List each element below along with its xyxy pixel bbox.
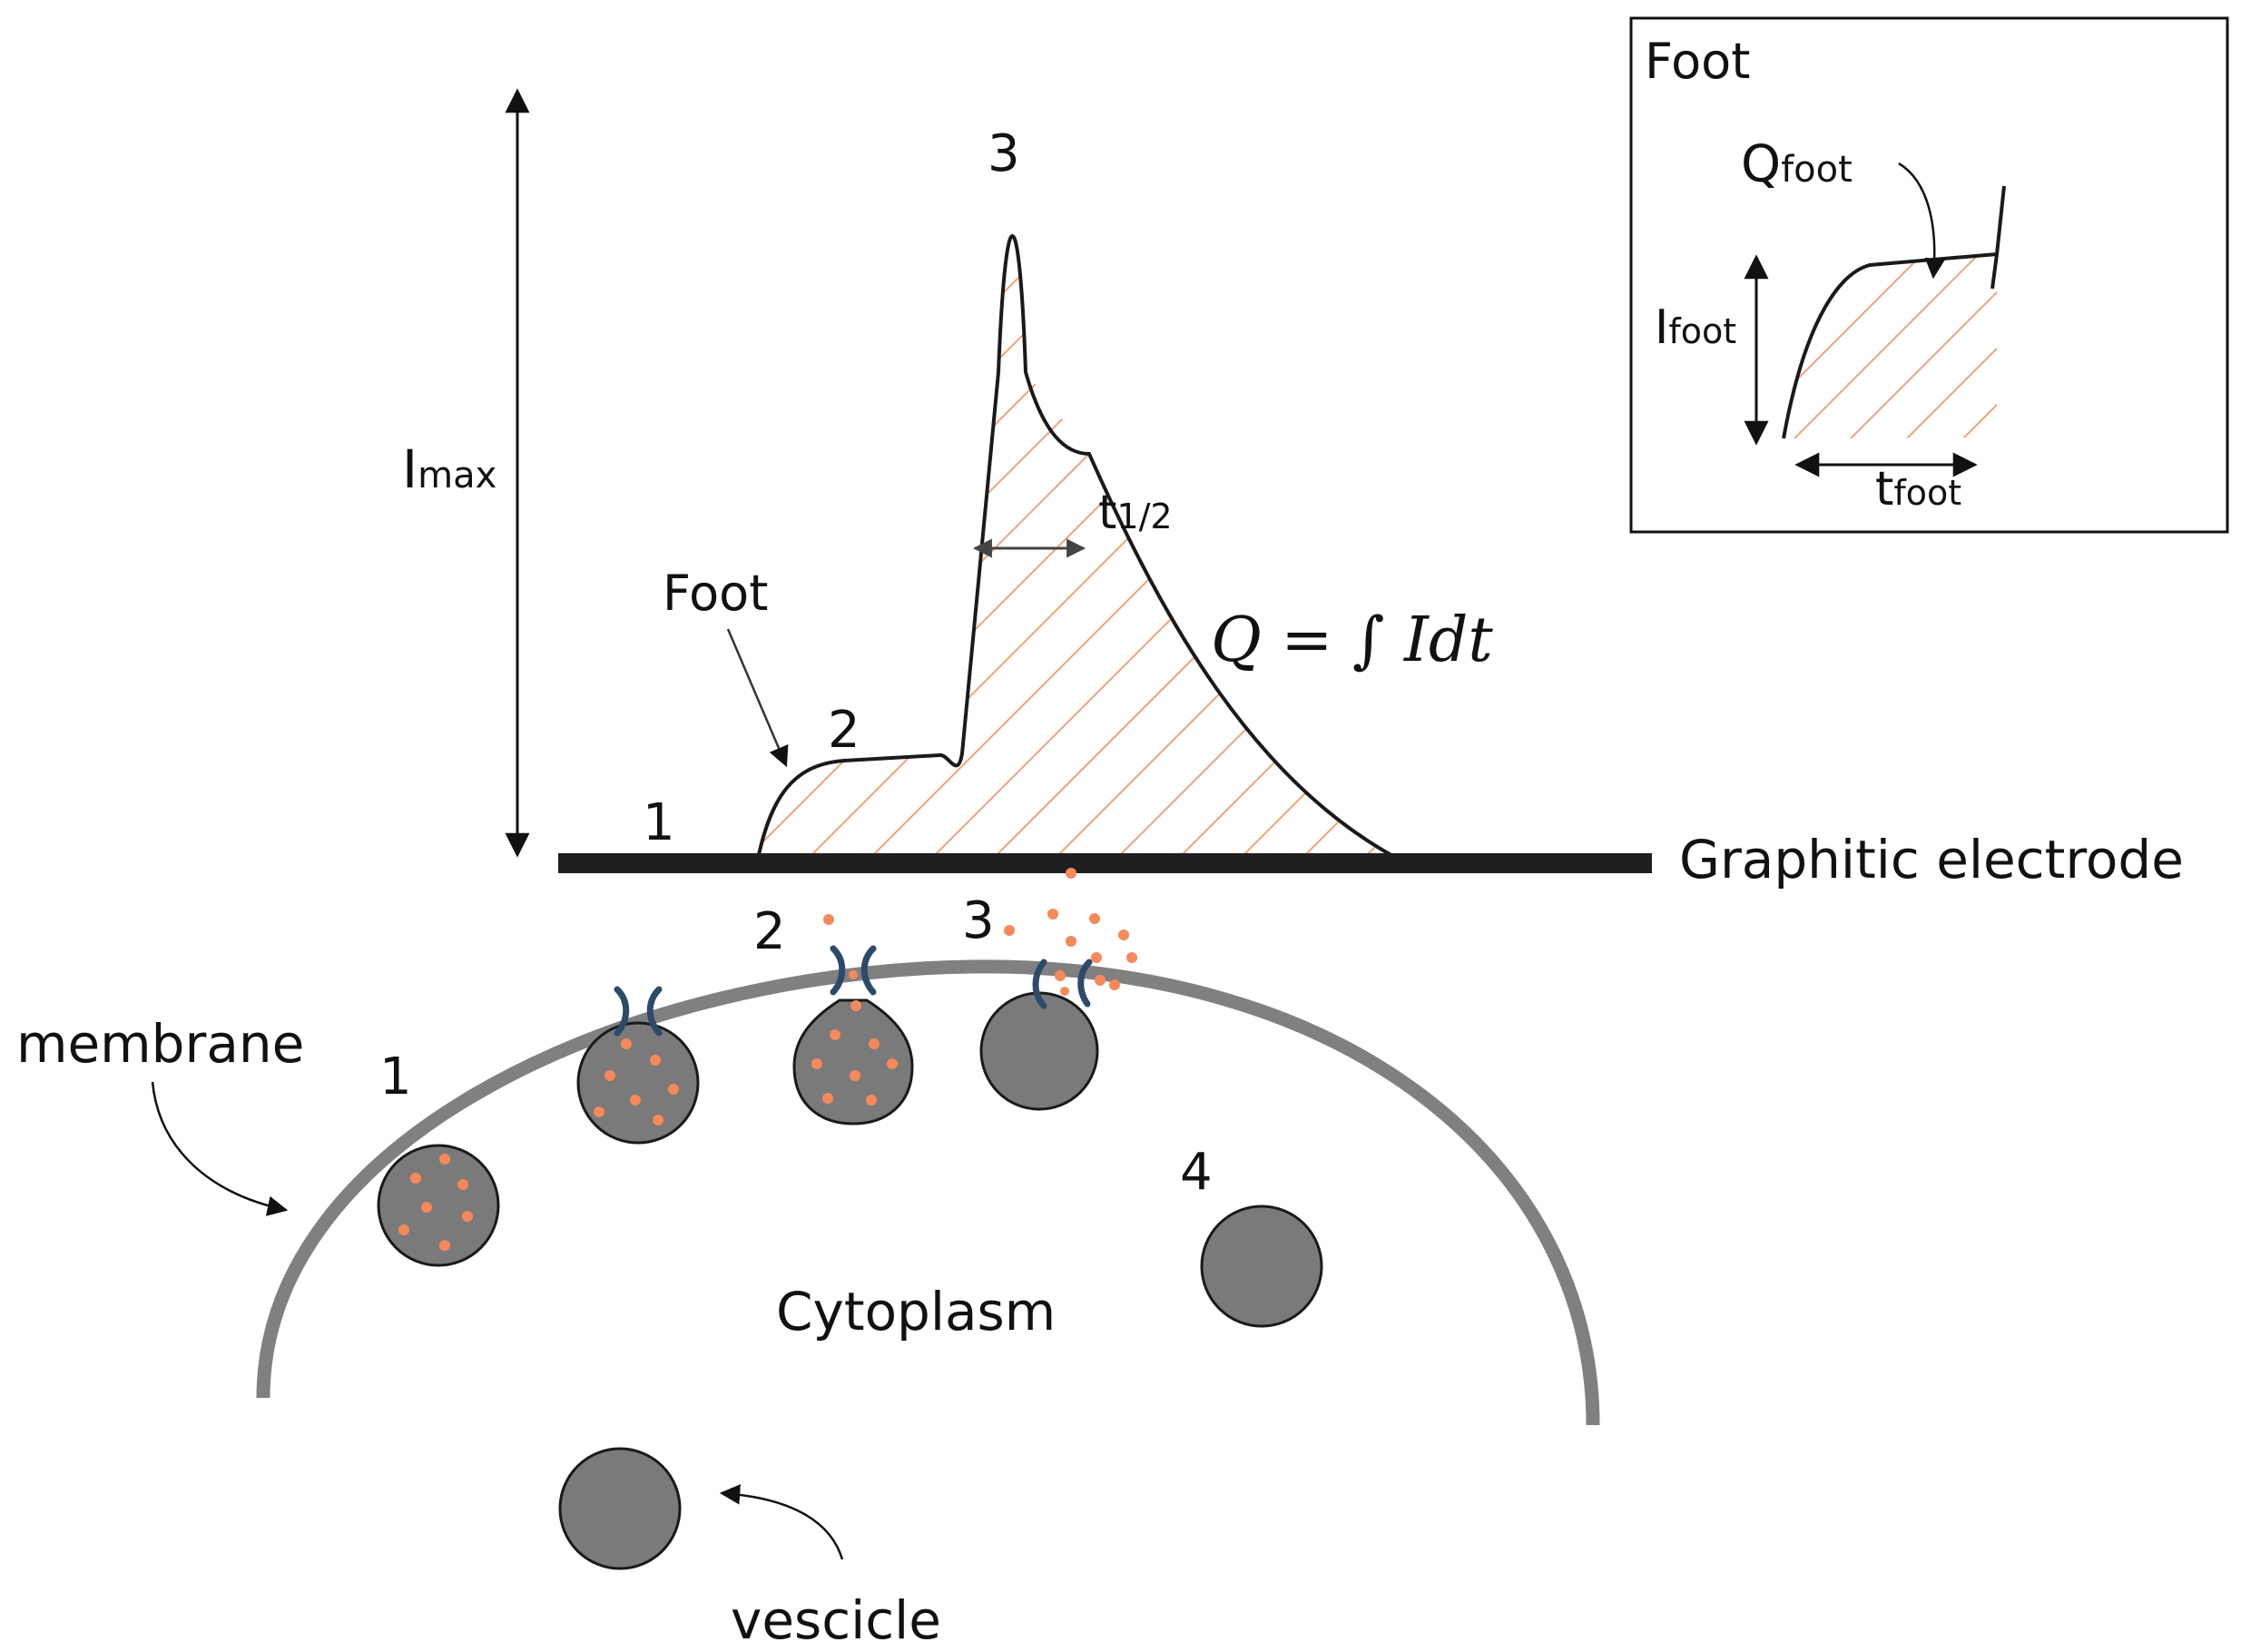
membrane-pointer: [151, 1081, 289, 1216]
vesicle-stage-3-empty: [979, 991, 1099, 1111]
granule: [604, 1070, 615, 1081]
granule: [887, 1058, 898, 1069]
membrane-label: membrane: [16, 1013, 304, 1075]
granule: [830, 1029, 840, 1040]
granule: [421, 1202, 432, 1213]
foot-inset: Foot Qfoot Ifoot tfoot: [1629, 16, 2229, 534]
foot-pointer-label: Foot: [663, 565, 768, 622]
granule: [850, 1070, 860, 1081]
hatch-line: [1784, 254, 1996, 438]
vesicle-docked: [576, 1021, 700, 1145]
fusion-pore-stage-2: [830, 945, 846, 996]
hatch-line: [865, 236, 1398, 859]
vesicle-stage-1: [377, 1144, 500, 1267]
granules: [398, 868, 1137, 1251]
vesicle-free: [558, 1447, 682, 1570]
granule: [410, 1173, 421, 1184]
cell-stage-1: 1: [379, 1047, 412, 1106]
granule: [866, 1095, 877, 1106]
granule: [439, 1240, 450, 1251]
granule: [668, 1084, 679, 1095]
granule: [1047, 909, 1058, 919]
granule: [594, 1106, 604, 1117]
hatch-line: [1834, 254, 1997, 438]
granule: [850, 1000, 861, 1011]
granule: [457, 1179, 468, 1190]
cell-membrane: [256, 959, 1600, 1426]
cell-stage-4: 4: [1180, 1143, 1213, 1202]
granule: [811, 1058, 822, 1069]
granule: [1055, 970, 1066, 981]
hatch-line: [1112, 236, 1398, 859]
trace-stage-3: 3: [988, 124, 1020, 183]
fusion-pore-stage-3: [1032, 959, 1047, 1009]
granule: [630, 1095, 641, 1106]
granule: [398, 1224, 409, 1235]
hatch-line: [927, 236, 1398, 859]
granule: [1126, 952, 1137, 963]
inset-foot-trace: [1782, 185, 2006, 439]
hatch-line: [1784, 254, 1997, 438]
t-half-label: t1/2: [1098, 486, 1173, 540]
granule: [621, 1038, 632, 1049]
fusion-pore-stage-3: [1077, 959, 1093, 1008]
charge-equation: Q = ∫ Idt: [1211, 605, 1493, 676]
hatch-line: [1891, 254, 1997, 438]
electrode-label: Graphitic electrode: [1679, 829, 2184, 890]
granule: [650, 1055, 661, 1066]
hatch-line: [758, 236, 807, 859]
vesicles: [377, 991, 1323, 1570]
imax-label: Imax: [402, 438, 496, 500]
cell-stage-3: 3: [962, 891, 995, 950]
inset-frame: [1629, 16, 2229, 534]
granule: [462, 1211, 473, 1222]
hatch-line: [758, 236, 930, 859]
trace-stage-1: 1: [643, 793, 675, 852]
vesicle-pointer: [719, 1484, 844, 1560]
inset-title: Foot: [1645, 33, 1750, 90]
graphitic-electrode: [558, 853, 1652, 873]
hatch-line: [1947, 254, 1997, 438]
granule: [1060, 987, 1069, 996]
hatch-line: [758, 236, 1116, 859]
granule: [1118, 929, 1129, 940]
granule: [1089, 913, 1100, 924]
hatch-line: [64, 182, 744, 862]
granule: [1004, 925, 1015, 936]
q-foot-label: Qfoot: [1741, 135, 1853, 194]
granule: [822, 1093, 833, 1104]
vesicle-stage-2-fusing: [792, 998, 914, 1126]
foot-pointer-arrow: [726, 628, 789, 768]
spike-trace: [756, 234, 1399, 860]
fusion-pores: [614, 945, 1093, 1037]
hatch-line: [758, 236, 869, 859]
fusion-pore-stage-2: [860, 945, 877, 996]
granule: [823, 914, 834, 925]
granule: [439, 1154, 450, 1165]
i-foot-label: Ifoot: [1655, 300, 1736, 355]
q-foot-arrow: [1898, 162, 1946, 280]
cell-stage-2: 2: [753, 902, 786, 961]
granule: [849, 970, 858, 979]
trace-stage-2: 2: [828, 701, 860, 760]
hatch-line: [988, 236, 1398, 859]
fusion-pore-docked: [646, 986, 663, 1037]
vesicle-label: vescicle: [731, 1589, 941, 1651]
vesicle-stage-4-recycled: [1200, 1205, 1323, 1328]
granule: [1091, 952, 1102, 963]
granule: [653, 1115, 663, 1126]
granule: [1066, 936, 1076, 947]
hatch-line: [758, 236, 992, 859]
granule: [869, 1038, 880, 1049]
granule: [1095, 975, 1106, 986]
granule: [1066, 868, 1076, 879]
cytoplasm-label: Cytoplasm: [776, 1281, 1056, 1342]
granule: [1109, 979, 1120, 990]
t-foot-label: tfoot: [1875, 462, 1961, 516]
fusion-pore-docked: [614, 986, 630, 1037]
